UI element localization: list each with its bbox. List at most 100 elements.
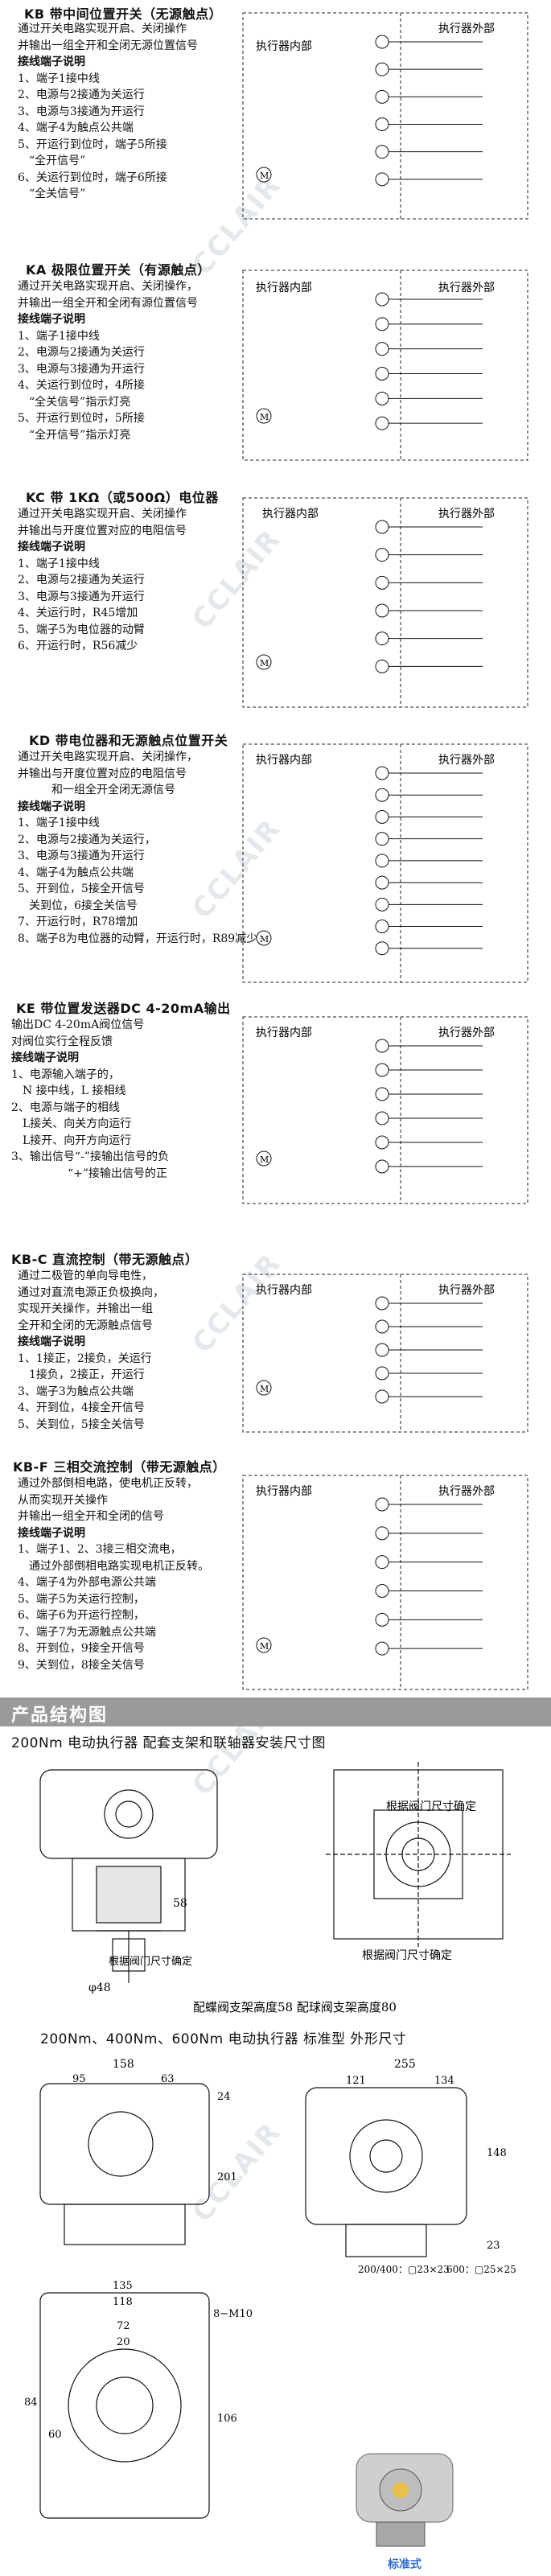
description-line: 1、1接正，2接负，关运行 (18, 1352, 152, 1365)
description-line: 2、电源与2接通为关运行 (18, 346, 145, 359)
description-line: 并输出一组全开和全闭的信号 (18, 1510, 164, 1523)
description-line: 7、端子7为无源触点公共端 (18, 1625, 156, 1639)
motor-symbol (256, 1150, 272, 1167)
description-line: 5、端子5为关运行控制， (18, 1592, 145, 1606)
bracket-drawing: 58 φ48 根据阀门尺寸确定 根据阀门尺寸确定 根据阀门尺寸确定 配蝶阀支架高… (39, 1762, 511, 2014)
motor-label: M (260, 1641, 269, 1652)
terminal (375, 603, 389, 618)
kb-wiring-diagram: 执行器内部 执行器外部 M (242, 12, 528, 220)
inner-label: 执行器内部 (256, 40, 312, 53)
description-line: 对阀位实行全程反馈 (11, 1035, 113, 1048)
description-line: 并输出与开度位置对应的电阻信号 (18, 767, 187, 780)
terminal-heading: 接线端子说明 (18, 1335, 85, 1348)
terminal (375, 292, 389, 307)
svg-text:执行器外部: 执行器外部 (438, 1485, 495, 1498)
terminal (375, 145, 389, 159)
description-line: 4、端子4为外部电源公共端 (18, 1576, 156, 1589)
description-line: 实现开关操作，并输出一组 (18, 1302, 153, 1315)
terminal (375, 1296, 389, 1311)
description-line: 关到位，6接全关信号 (18, 899, 138, 912)
terminal (375, 62, 389, 76)
svg-text:执行器外部: 执行器外部 (438, 754, 495, 767)
svg-text:执行器外部: 执行器外部 (438, 1284, 495, 1297)
kbc-title: KB-C 直流控制（带无源触点） (11, 1252, 199, 1267)
terminal (375, 367, 389, 381)
terminal-heading: 接线端子说明 (11, 1051, 79, 1064)
svg-text:148: 148 (487, 2147, 507, 2159)
flange-note-1: 根据阀门尺寸确定 (386, 1800, 476, 1813)
motor-label: M (260, 658, 269, 669)
bracket-note: 根据阀门尺寸确定 (109, 1956, 192, 1968)
terminal-heading: 接线端子说明 (18, 1526, 85, 1540)
description-line: 和一组全开全闭无源信号 (18, 784, 175, 796)
svg-text:执行器内部: 执行器内部 (256, 1027, 312, 1039)
kbf-description: 通过外部倒相电路，使电机正反转，从而实现开关操作并输出一组全开和全闭的信号接线端… (18, 1475, 209, 1673)
terminal (375, 117, 389, 131)
svg-text:255: 255 (394, 2058, 416, 2071)
svg-text:执行器外部: 执行器外部 (438, 1027, 495, 1039)
description-line: 1、端子1接中线 (18, 817, 100, 829)
description-line: 2、电源与端子的相线 (11, 1101, 120, 1114)
structure-section-bar: 产品结构图 (0, 1697, 551, 1726)
description-line: 4、端子4为触点公共端 (18, 121, 134, 134)
description-line: 1接负，2接正，开运行 (18, 1368, 145, 1381)
kbf-wiring-diagram: 执行器内部 执行器外部 M (242, 1475, 528, 1690)
product-photo (356, 2453, 454, 2547)
description-line: 5、开到位，5接全开信号 (18, 883, 145, 895)
dimension-drawing-front: 158 95 63 24 201 135 118 72 20 8−M10 84 … (24, 2058, 253, 2519)
description-line: 2、电源与2接通为关运行， (18, 833, 156, 846)
terminal-heading: 接线端子说明 (18, 56, 85, 68)
motor-symbol (256, 1380, 272, 1396)
motor-label: M (260, 171, 269, 181)
description-line: 通过对直流电源正负极换向， (18, 1286, 164, 1299)
terminal (375, 548, 389, 562)
kb-title: KB 带中间位置开关（无源触点） (24, 6, 223, 22)
description-line: L接关、向关方向运行 (11, 1117, 132, 1130)
terminal (375, 416, 389, 430)
terminal (375, 1612, 389, 1627)
description-line: 5、关到位，5接全关信号 (18, 1418, 145, 1431)
ka-wiring-diagram: 执行器内部 执行器外部 M (242, 270, 528, 461)
terminal (375, 391, 389, 405)
terminal (375, 897, 389, 911)
terminal (375, 920, 389, 934)
svg-text:执行器内部: 执行器内部 (262, 508, 319, 521)
terminal (375, 809, 389, 824)
kd-description: 通过开关电路实现开启、关闭操作，并输出与开度位置对应的电阻信号 和一组全开全闭无… (18, 749, 257, 947)
description-line: 3、端子3为触点公共端 (18, 1385, 134, 1398)
motor-label: M (260, 1384, 269, 1394)
terminal (375, 1389, 389, 1404)
description-line: “全关信号” (18, 187, 86, 200)
svg-text:执行器外部: 执行器外部 (438, 282, 495, 294)
terminal (375, 89, 389, 104)
description-line: 2、电源与2接通为关运行 (18, 88, 145, 101)
terminal (375, 1039, 389, 1053)
description-line: 6、开运行时，R56减少 (18, 640, 138, 652)
terminal (375, 1366, 389, 1381)
description-line: “+”接输出信号的正 (11, 1167, 168, 1180)
terminal (375, 1555, 389, 1570)
motor-label: M (260, 412, 269, 422)
svg-text:执行器内部: 执行器内部 (256, 754, 312, 767)
description-line: 输出DC 4-20mA阀位信号 (11, 1018, 145, 1031)
description-line: 5、开运行到位时，5所接 (18, 412, 145, 425)
structure-title: 产品结构图 (11, 1706, 109, 1726)
terminal-heading: 接线端子说明 (18, 313, 85, 326)
terminal (375, 1111, 389, 1125)
kc-wiring-diagram: 执行器内部 执行器外部 M (242, 497, 528, 708)
description-line: 通过外部倒相电路，使电机正反转， (18, 1477, 198, 1490)
terminal (375, 1063, 389, 1077)
svg-text:135: 135 (113, 2280, 133, 2292)
svg-text:95: 95 (72, 2073, 86, 2085)
kbc-wiring-diagram: 执行器内部 执行器外部 M (242, 1274, 528, 1433)
description-line: 6、端子6为开运行控制， (18, 1609, 145, 1622)
motor-symbol (256, 167, 272, 183)
terminal (375, 788, 389, 802)
svg-text:执行器内部: 执行器内部 (256, 1284, 312, 1297)
description-line: 5、开运行到位时，端子5所接 (18, 138, 167, 151)
svg-text:84: 84 (24, 2397, 38, 2409)
terminal (375, 520, 389, 534)
svg-text:20: 20 (117, 2336, 130, 2348)
